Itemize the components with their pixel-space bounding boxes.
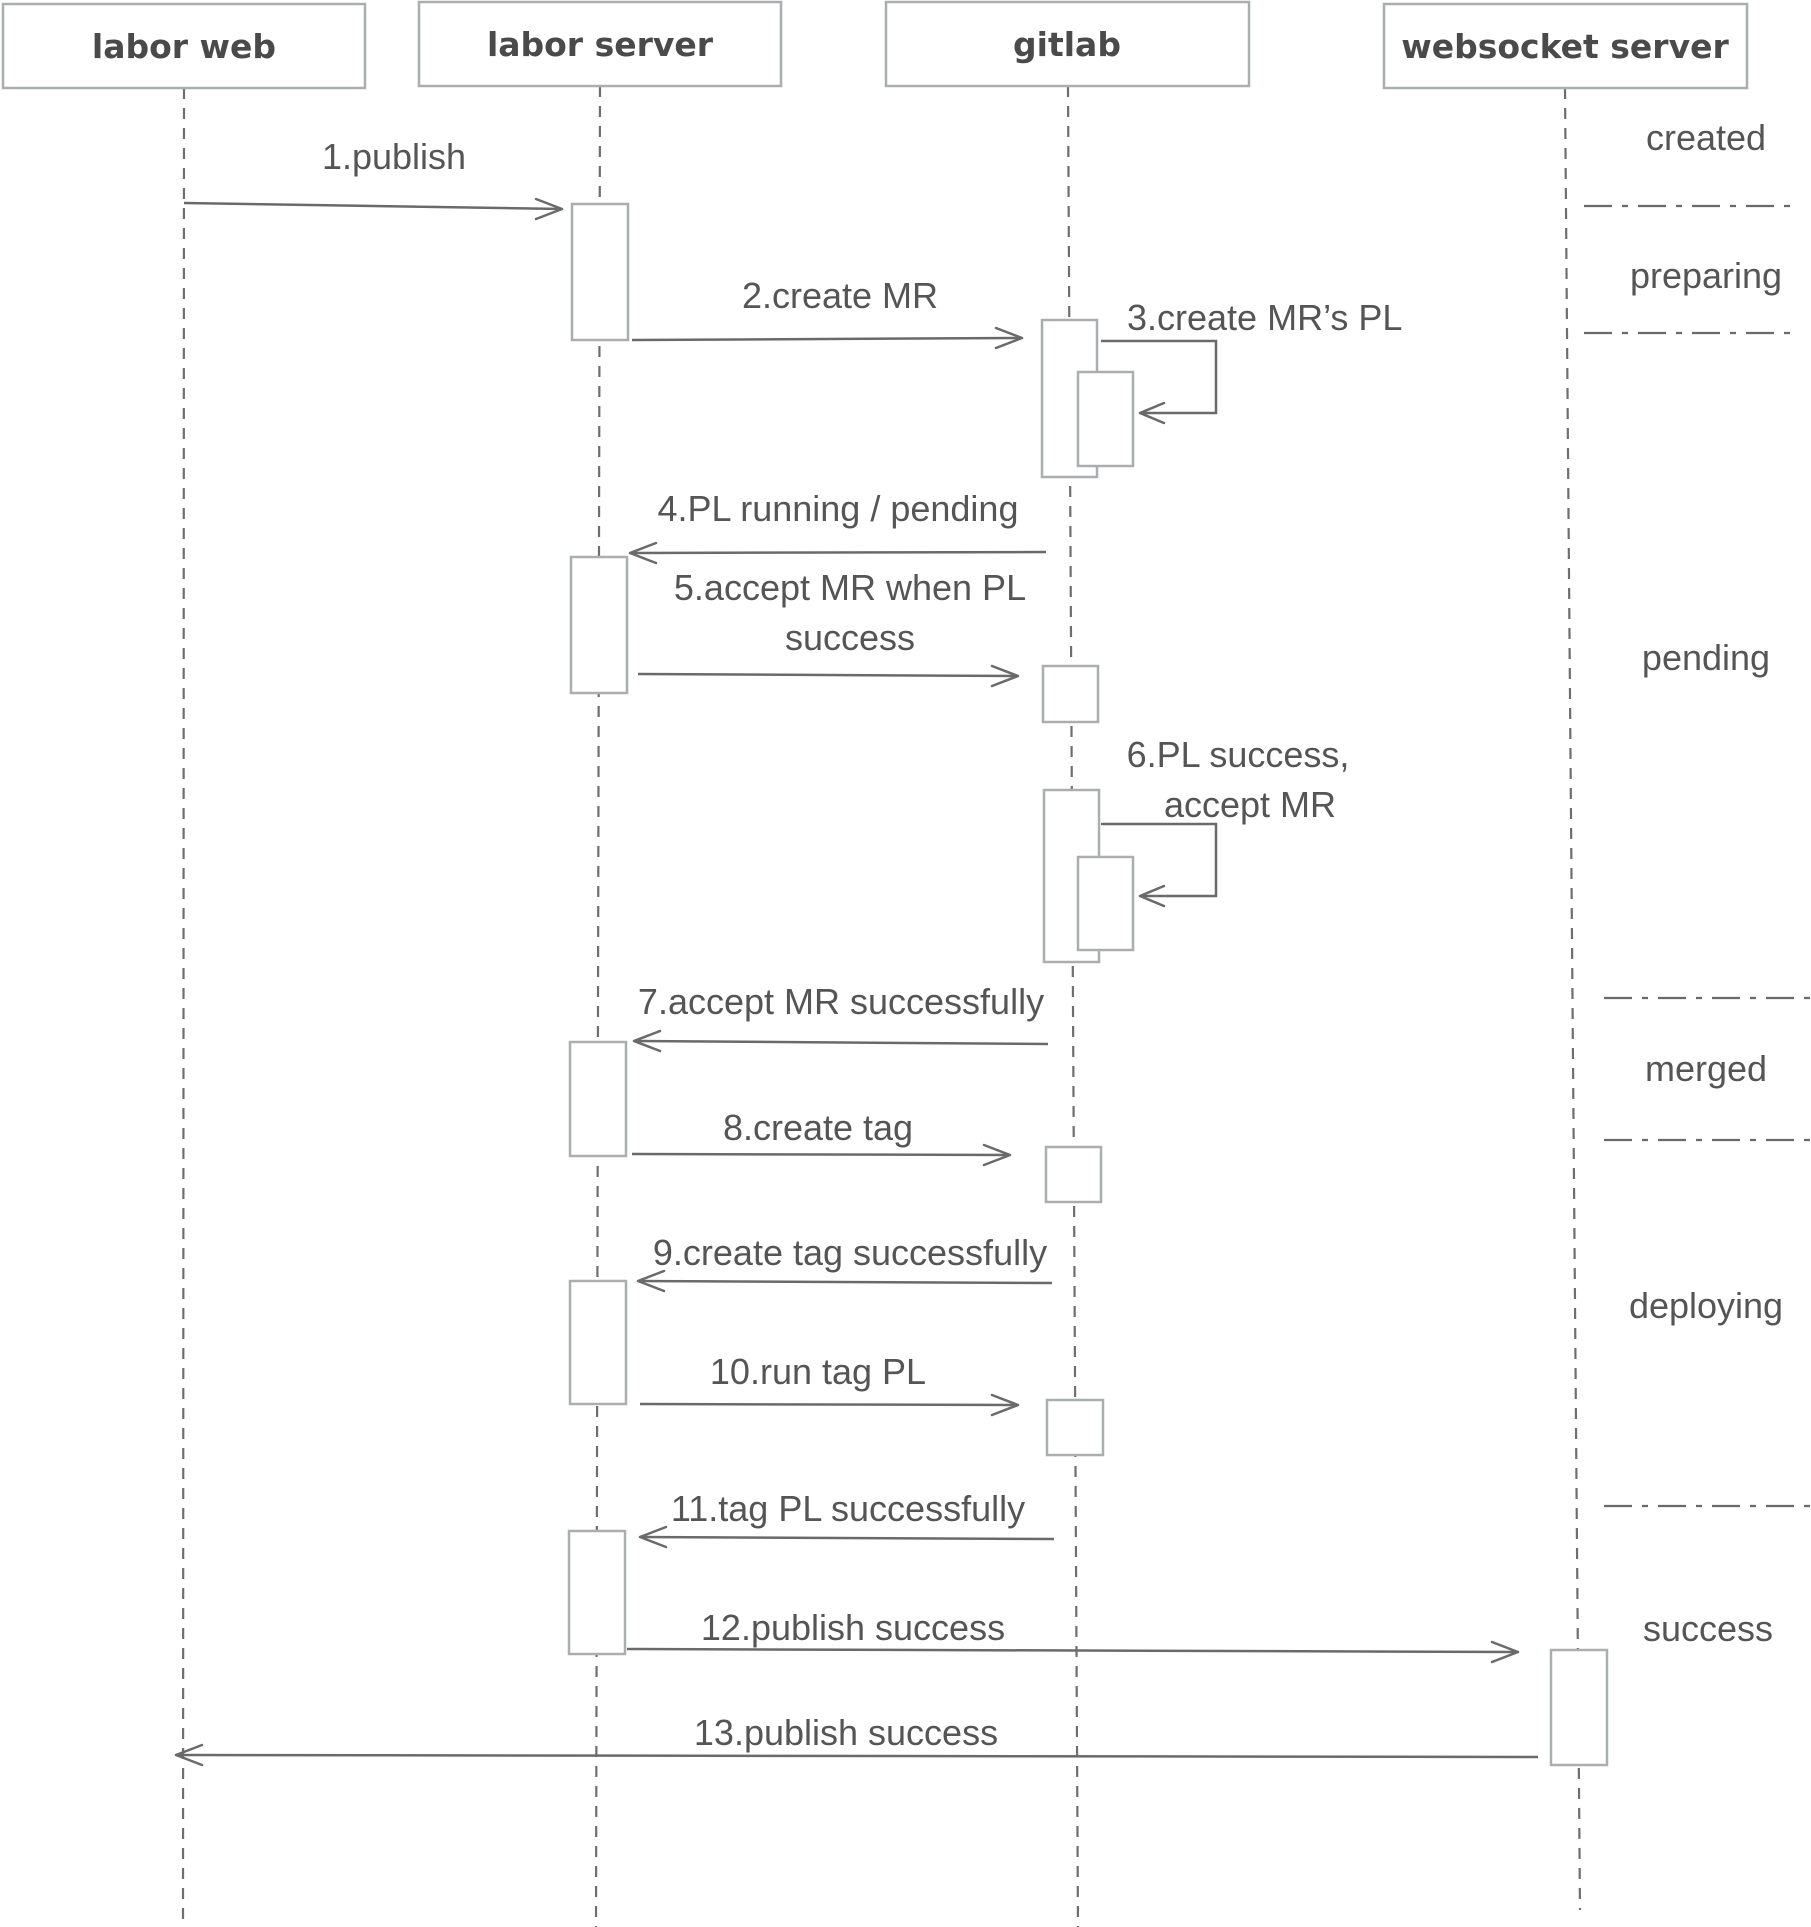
state-labels: created preparing pending merged deployi… — [1629, 117, 1783, 1649]
participant-label: labor server — [487, 25, 714, 64]
activation-box — [568, 1040, 628, 1158]
message-label: 8.create tag — [723, 1107, 913, 1148]
participant-labor-web: labor web — [1, 2, 367, 90]
message-label: 12.publish success — [701, 1607, 1005, 1648]
participant-label: labor web — [92, 27, 276, 66]
message-label: 5.accept MR when PL — [674, 567, 1026, 608]
participant-websocket-server: websocket server — [1382, 2, 1749, 90]
message-3: 3.create MR’s PL — [1101, 297, 1402, 425]
message-8: 8.create tag — [631, 1107, 1012, 1167]
message-9: 9.create tag successfully — [636, 1232, 1053, 1293]
message-11: 11.tag PL successfully — [638, 1488, 1055, 1549]
message-label: 13.publish success — [694, 1712, 998, 1753]
message-label: 3.create MR’s PL — [1127, 297, 1402, 338]
message-label: 11.tag PL successfully — [671, 1488, 1025, 1529]
message-5: 5.accept MR when PL success — [637, 567, 1026, 688]
message-label: 2.create MR — [742, 275, 938, 316]
state-label-preparing: preparing — [1630, 255, 1782, 296]
message-label: success — [785, 617, 915, 658]
participant-label: websocket server — [1401, 27, 1729, 66]
state-label-pending: pending — [1642, 637, 1770, 678]
state-label-deploying: deploying — [1629, 1285, 1783, 1326]
message-12: 12.publish success — [626, 1607, 1520, 1664]
messages: 1.publish 2.create MR 3.create MR’s PL 4… — [174, 136, 1539, 1767]
lifeline-labor-web — [181, 87, 186, 1927]
message-label: 1.publish — [322, 136, 466, 177]
message-label: 9.create tag successfully — [653, 1232, 1047, 1273]
message-4: 4.PL running / pending — [628, 488, 1047, 565]
activation-box — [568, 1279, 628, 1406]
message-7: 7.accept MR successfully — [632, 981, 1049, 1053]
state-label-created: created — [1646, 117, 1766, 158]
message-label: 4.PL running / pending — [658, 488, 1019, 529]
participant-labor-server: labor server — [417, 0, 783, 88]
message-label: 7.accept MR successfully — [638, 981, 1044, 1022]
participant-gitlab: gitlab — [884, 0, 1251, 88]
activation-box — [570, 202, 630, 342]
lifeline-websocket-server — [1563, 87, 1582, 1911]
participant-label: gitlab — [1013, 25, 1121, 64]
state-label-success: success — [1643, 1608, 1773, 1649]
message-13: 13.publish success — [174, 1712, 1539, 1767]
state-separators — [1584, 204, 1811, 1508]
activations — [567, 202, 1609, 1767]
activation-box — [1076, 855, 1135, 952]
state-label-merged: merged — [1645, 1048, 1767, 1089]
message-1: 1.publish — [183, 136, 564, 221]
activation-box — [569, 555, 629, 695]
activation-box — [1045, 1398, 1105, 1457]
message-6: 6.PL success, accept MR — [1101, 734, 1350, 908]
message-label: 6.PL success, — [1127, 734, 1350, 775]
participants: labor web labor server gitlab websocket … — [1, 0, 1749, 90]
activation-box — [1549, 1648, 1609, 1767]
message-2: 2.create MR — [631, 275, 1024, 350]
activation-box — [567, 1529, 627, 1656]
activation-box — [1044, 1145, 1103, 1204]
message-10: 10.run tag PL — [639, 1351, 1020, 1417]
lifeline-labor-server — [594, 85, 602, 1927]
activation-box — [1076, 370, 1135, 468]
message-label: 10.run tag PL — [710, 1351, 926, 1392]
message-label: accept MR — [1164, 784, 1336, 825]
activation-box — [1041, 664, 1100, 724]
